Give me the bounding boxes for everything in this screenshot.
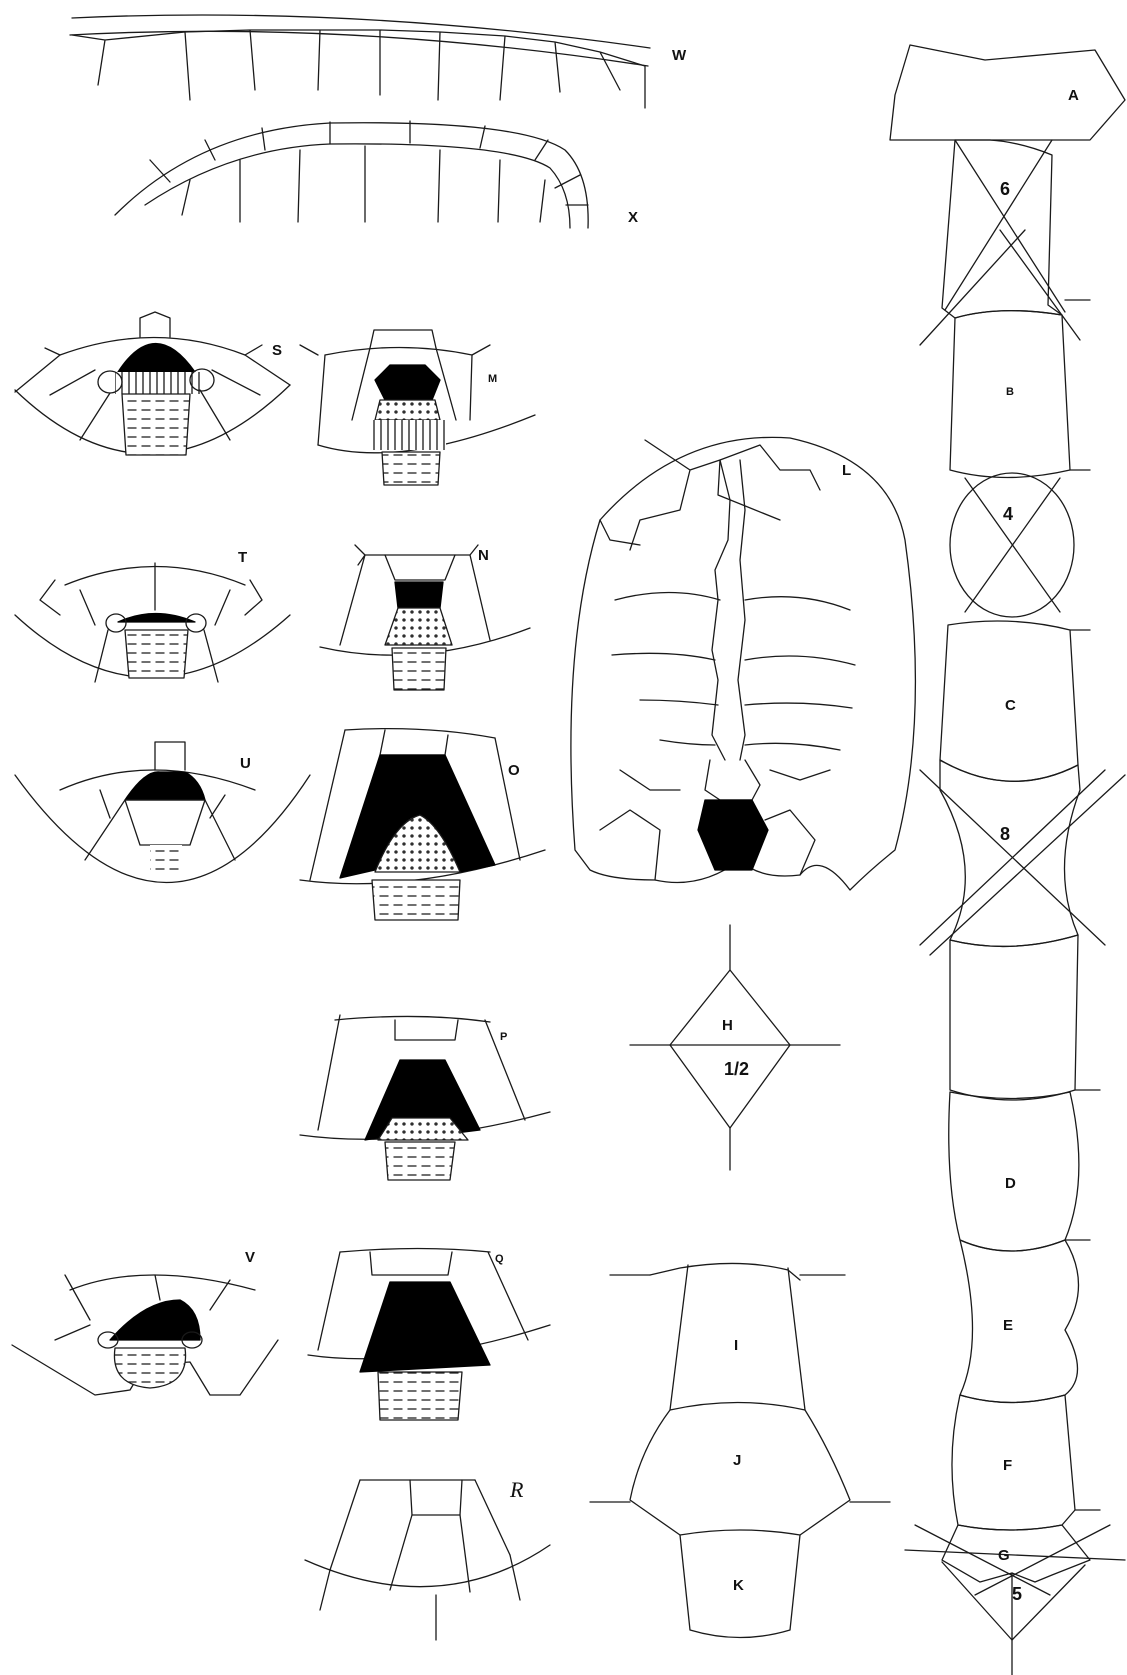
label-r: R <box>509 1477 524 1502</box>
figure-o-nuchal-region: O <box>300 729 545 920</box>
label-e: E <box>1003 1317 1013 1334</box>
label-m: M <box>488 373 497 385</box>
label-d: D <box>1005 1175 1016 1192</box>
label-i: I <box>734 1337 738 1354</box>
figure-s-nuchal-region: S <box>15 312 290 455</box>
figure-v-nuchal-region: V <box>12 1249 278 1395</box>
label-one-half: 1/2 <box>724 1059 749 1079</box>
label-k: K <box>733 1577 744 1594</box>
label-c: C <box>1005 697 1016 714</box>
figure-w-marginal-row: W <box>70 15 687 108</box>
figure-n-nuchal-region: N <box>320 545 530 690</box>
label-5: 5 <box>1012 1584 1022 1604</box>
label-h: H <box>722 1017 733 1034</box>
figure-t-nuchal-region: T <box>15 549 290 682</box>
label-f: F <box>1003 1457 1012 1474</box>
label-u: U <box>240 755 251 772</box>
label-l: L <box>842 462 851 479</box>
label-w: W <box>672 47 687 64</box>
label-p: P <box>500 1031 507 1043</box>
figure-q-nuchal-region: Q <box>308 1249 550 1421</box>
label-o: O <box>508 762 520 779</box>
label-q: Q <box>495 1253 504 1265</box>
label-a: A <box>1068 87 1079 104</box>
figure-p-nuchal-region: P <box>300 1015 550 1180</box>
figure-vertebral-column: A 6 B 4 C 8 D E <box>890 45 1125 1675</box>
figure-u-nuchal-region: U <box>15 742 310 883</box>
figure-h-diamond-scute: H 1/2 <box>630 925 840 1170</box>
label-6: 6 <box>1000 179 1010 199</box>
label-n: N <box>478 547 489 564</box>
label-8: 8 <box>1000 824 1010 844</box>
label-t: T <box>238 549 247 566</box>
label-x: X <box>628 209 638 226</box>
label-b: B <box>1006 386 1014 398</box>
figure-l-carapace: L <box>571 437 916 890</box>
figure-r-nuchal-region: R <box>305 1477 550 1640</box>
figure-x-marginal-row: X <box>115 121 638 228</box>
label-4: 4 <box>1003 504 1013 524</box>
figure-m-nuchal-region: M <box>300 330 535 485</box>
figure-ijk-scutes: I J K <box>590 1263 890 1637</box>
label-g: G <box>998 1547 1010 1564</box>
label-v: V <box>245 1249 255 1266</box>
label-j: J <box>733 1452 741 1469</box>
label-s: S <box>272 342 282 359</box>
